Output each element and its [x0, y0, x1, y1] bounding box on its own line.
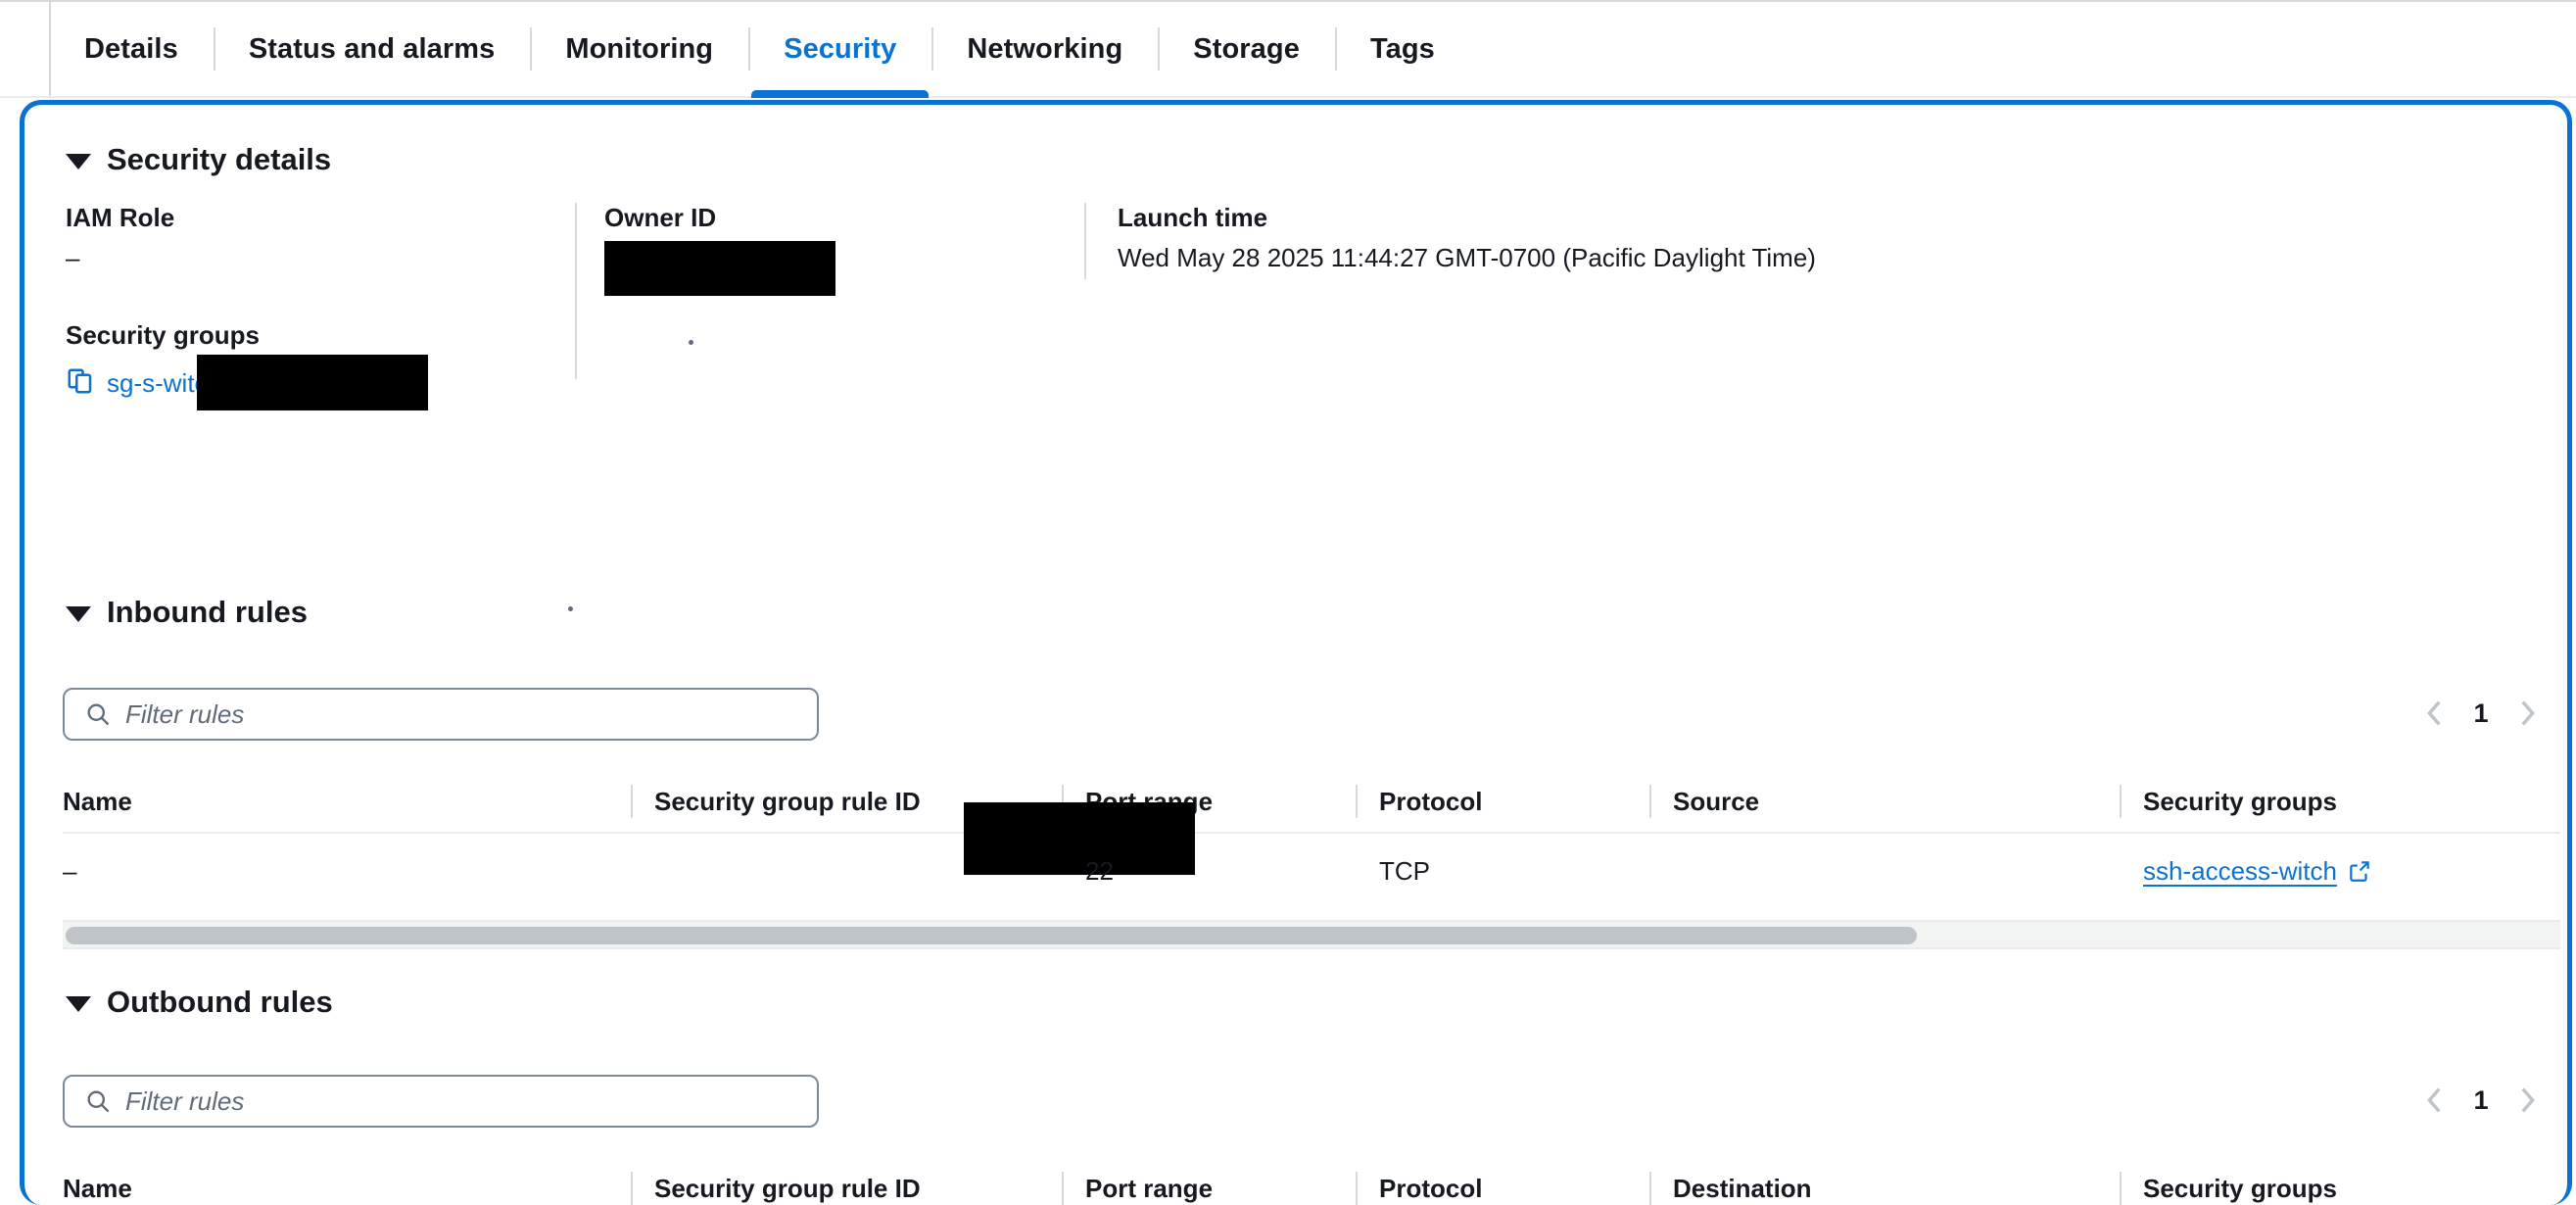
cell-source: [1649, 834, 2120, 908]
security-group-id-redaction: [197, 355, 428, 411]
column-header-rule-id[interactable]: Security group rule ID: [631, 771, 1062, 832]
tab-status-and-alarms[interactable]: Status and alarms: [213, 2, 531, 96]
external-link-icon: [2350, 861, 2369, 882]
security-group-link[interactable]: sg-s-witch): [107, 355, 428, 411]
tab-security[interactable]: Security: [748, 2, 931, 98]
inbound-rules-table: Name Security group rule ID Port range P…: [63, 771, 2560, 908]
inbound-pagination: 1: [2422, 697, 2540, 730]
cell-rule-id: [631, 802, 1195, 908]
copy-icon[interactable]: [66, 366, 95, 401]
security-details-section-header[interactable]: Security details: [66, 142, 331, 177]
dot-artifact: [689, 340, 693, 345]
outbound-filter-input[interactable]: Filter rules: [63, 1075, 819, 1128]
launch-time-label: Launch time: [1118, 203, 1268, 232]
tab-monitoring[interactable]: Monitoring: [530, 2, 748, 96]
security-group-link-text: ssh-access-witch: [2143, 855, 2337, 886]
owner-id-label: Owner ID: [604, 203, 717, 232]
inbound-rules-title: Inbound rules: [107, 595, 308, 629]
scrollbar-thumb[interactable]: [66, 927, 1917, 944]
inbound-table-horizontal-scrollbar[interactable]: [63, 920, 2560, 949]
security-details-columns: IAM Role – Security groups sg-s-witch) O…: [66, 203, 2553, 411]
dot-artifact: [567, 605, 573, 611]
security-group-external-link[interactable]: ssh-access-witch: [2143, 856, 2372, 887]
cell-protocol: TCP: [1379, 855, 1430, 886]
chevron-right-icon[interactable]: [2514, 697, 2540, 730]
inbound-table-header-row: Name Security group rule ID Port range P…: [63, 771, 2560, 832]
cell-name: –: [63, 855, 77, 886]
outbound-pagination: 1: [2422, 1084, 2540, 1117]
column-header-security-groups[interactable]: Security groups: [2120, 771, 2560, 832]
security-details-title: Security details: [107, 142, 332, 176]
tab-networking[interactable]: Networking: [931, 2, 1158, 96]
tab-storage[interactable]: Storage: [1158, 2, 1335, 96]
cell-port-range: 22: [1085, 855, 1114, 886]
column-header-name[interactable]: Name: [63, 786, 132, 816]
instance-detail-tabs: Details Status and alarms Monitoring Sec…: [0, 0, 2576, 98]
outbound-table-header-row: Name Security group rule ID Port range P…: [63, 1158, 2560, 1205]
chevron-left-icon[interactable]: [2422, 1084, 2448, 1117]
outbound-rules-section-header[interactable]: Outbound rules: [66, 985, 333, 1020]
inbound-filter-input[interactable]: Filter rules: [63, 688, 819, 741]
tabbar-left-divider: [49, 2, 51, 96]
column-header-protocol[interactable]: Protocol: [1356, 771, 1649, 832]
security-group-row: sg-s-witch): [66, 355, 546, 411]
security-tab-panel: Security details IAM Role – Security gro…: [20, 100, 2572, 1205]
security-details-column-left: IAM Role – Security groups sg-s-witch): [66, 203, 575, 411]
iam-role-label: IAM Role: [66, 203, 175, 232]
iam-role-value: –: [66, 243, 80, 273]
column-header-protocol[interactable]: Protocol: [1356, 1158, 1649, 1205]
inbound-page-number: 1: [2473, 698, 2489, 728]
column-header-port-range[interactable]: Port range: [1062, 1158, 1356, 1205]
security-groups-label: Security groups: [66, 319, 260, 350]
security-group-link-prefix: sg-: [107, 368, 143, 399]
table-row[interactable]: – 22 TCP ssh-access-witch: [63, 802, 2560, 908]
cell-security-group: ssh-access-witch: [2120, 834, 2560, 908]
chevron-left-icon[interactable]: [2422, 697, 2448, 730]
search-icon: [87, 703, 110, 726]
security-details-column-middle: Owner ID: [575, 203, 1084, 401]
inbound-rules-section-header[interactable]: Inbound rules: [66, 595, 573, 630]
launch-time-value: Wed May 28 2025 11:44:27 GMT-0700 (Pacif…: [1118, 243, 1816, 273]
search-icon: [87, 1090, 110, 1113]
chevron-right-icon[interactable]: [2514, 1084, 2540, 1117]
column-header-source[interactable]: Source: [1649, 771, 2120, 832]
column-header-security-groups[interactable]: Security groups: [2120, 1158, 2560, 1205]
security-details-column-right: Launch time Wed May 28 2025 11:44:27 GMT…: [1084, 203, 2514, 401]
column-header-name[interactable]: Name: [63, 1173, 132, 1203]
owner-id-redaction: [604, 241, 835, 297]
caret-down-icon: [66, 605, 91, 622]
column-header-rule-id[interactable]: Security group rule ID: [631, 1158, 1062, 1205]
caret-down-icon: [66, 995, 91, 1012]
column-header-destination[interactable]: Destination: [1649, 1158, 2120, 1205]
tab-tags[interactable]: Tags: [1334, 2, 1470, 96]
inbound-filter-placeholder: Filter rules: [125, 699, 245, 729]
outbound-rules-title: Outbound rules: [107, 985, 333, 1019]
outbound-rules-table: Name Security group rule ID Port range P…: [63, 1158, 2560, 1205]
tab-details[interactable]: Details: [84, 32, 178, 65]
caret-down-icon: [66, 153, 91, 169]
outbound-page-number: 1: [2473, 1084, 2489, 1115]
rule-id-redaction: [964, 802, 1195, 875]
outbound-filter-placeholder: Filter rules: [125, 1085, 245, 1116]
